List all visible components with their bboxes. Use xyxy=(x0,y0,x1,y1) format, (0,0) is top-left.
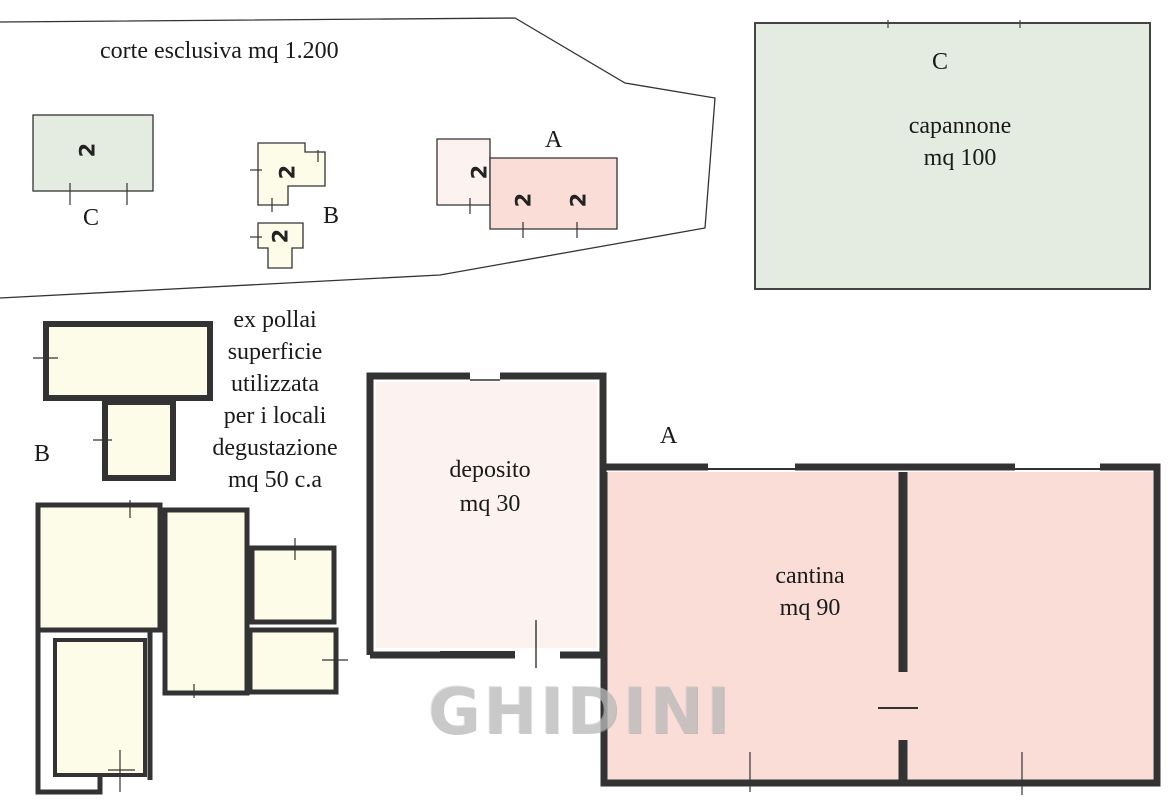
floor-mark: 2 xyxy=(75,142,100,158)
site-building-b-lower xyxy=(257,222,304,269)
building-b-rooms xyxy=(35,500,348,795)
capannone-letter: C xyxy=(932,49,949,75)
deposito-name: deposito xyxy=(449,457,531,483)
courtyard-boundary xyxy=(0,17,716,299)
floor-mark: 2 xyxy=(275,164,300,180)
floor-mark: 2 xyxy=(467,164,492,180)
floor-mark: 2 xyxy=(566,192,591,208)
pollai-description: ex pollai superficie utilizzata per i lo… xyxy=(195,304,355,496)
ex-pollai-building xyxy=(33,321,213,481)
deposito-area: mq 30 xyxy=(459,491,521,517)
pollai-line: per i locali xyxy=(223,403,327,429)
floor-mark: 2 xyxy=(511,192,536,208)
site-building-c xyxy=(32,114,154,192)
site-label-a: A xyxy=(545,127,563,153)
pollai-line: utilizzata xyxy=(231,371,319,397)
capannone-building xyxy=(754,22,1151,290)
courtyard-label: corte esclusiva mq 1.200 xyxy=(100,38,339,64)
watermark-logo: GHIDINI xyxy=(427,675,733,749)
capannone-area: mq 100 xyxy=(923,145,997,171)
site-label-b: B xyxy=(323,203,340,229)
cantina-room xyxy=(600,463,1161,795)
pollai-line: superficie xyxy=(227,339,323,365)
site-label-c: C xyxy=(83,205,100,231)
building-a-letter: A xyxy=(660,423,678,449)
cantina-area: mq 90 xyxy=(779,595,841,621)
pollai-line: mq 50 c.a xyxy=(228,467,322,493)
pollai-line: degustazione xyxy=(212,435,338,461)
floor-mark: 2 xyxy=(268,228,293,244)
site-building-a-right xyxy=(489,157,618,230)
cantina-name: cantina xyxy=(775,563,845,589)
site-building-b-upper xyxy=(257,142,326,206)
pollai-line: ex pollai xyxy=(233,307,317,333)
capannone-name: capannone xyxy=(908,113,1012,139)
deposito-room xyxy=(366,372,607,668)
pollai-letter: B xyxy=(34,441,51,467)
